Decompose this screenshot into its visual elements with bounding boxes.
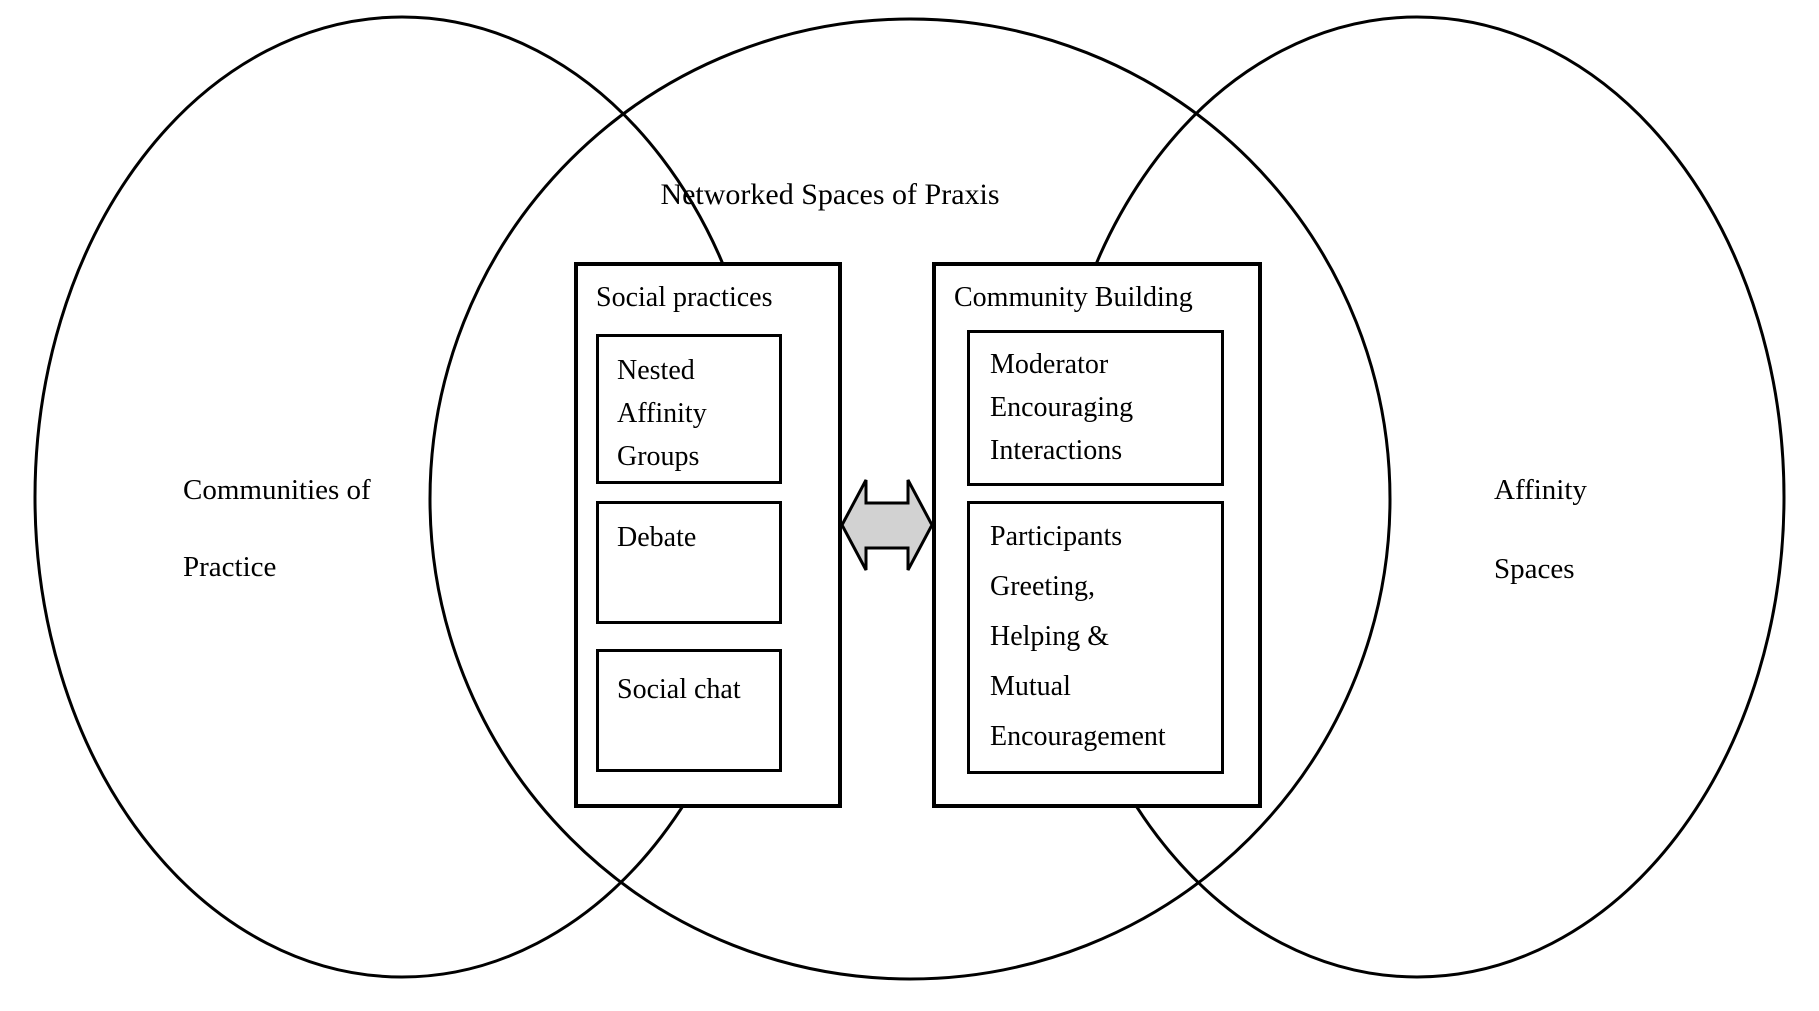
social-practices-box: Social practices Nested Affinity Groups …	[574, 262, 842, 808]
community-building-title: Community Building	[954, 282, 1193, 313]
left-circle-label-line1: Communities of	[183, 474, 371, 506]
moderator-line: Encouraging	[990, 392, 1134, 423]
debate-box: Debate	[596, 501, 782, 624]
community-building-box: Community Building Moderator Encouraging…	[932, 262, 1262, 808]
nested-affinity-groups-line: Nested	[617, 355, 695, 386]
participants-line: Mutual	[990, 671, 1071, 702]
social-practices-title: Social practices	[596, 282, 773, 313]
social-chat-line: Social chat	[617, 674, 741, 705]
bidirectional-arrow-shape	[840, 479, 934, 571]
nested-affinity-groups-line: Affinity	[617, 398, 707, 429]
networked-spaces-circle	[428, 17, 1392, 981]
moderator-box: Moderator Encouraging Interactions	[967, 330, 1224, 486]
participants-line: Greeting,	[990, 571, 1095, 602]
left-circle-label-line2: Practice	[183, 551, 277, 583]
participants-line: Participants	[990, 521, 1123, 552]
participants-line: Helping &	[990, 621, 1109, 652]
moderator-line: Interactions	[990, 435, 1123, 466]
debate-line: Debate	[617, 522, 697, 553]
participants-box: Participants Greeting, Helping & Mutual …	[967, 501, 1224, 774]
nested-affinity-groups-box: Nested Affinity Groups	[596, 334, 782, 484]
participants-line: Encouragement	[990, 721, 1166, 752]
moderator-line: Moderator	[990, 349, 1109, 380]
right-circle-label-line1: Affinity	[1494, 474, 1587, 506]
social-chat-box: Social chat	[596, 649, 782, 772]
right-circle-label-line2: Spaces	[1494, 553, 1575, 585]
nested-affinity-groups-line: Groups	[617, 441, 700, 472]
bidirectional-arrow	[840, 479, 934, 571]
diagram-title: Networked Spaces of Praxis	[660, 178, 1000, 211]
